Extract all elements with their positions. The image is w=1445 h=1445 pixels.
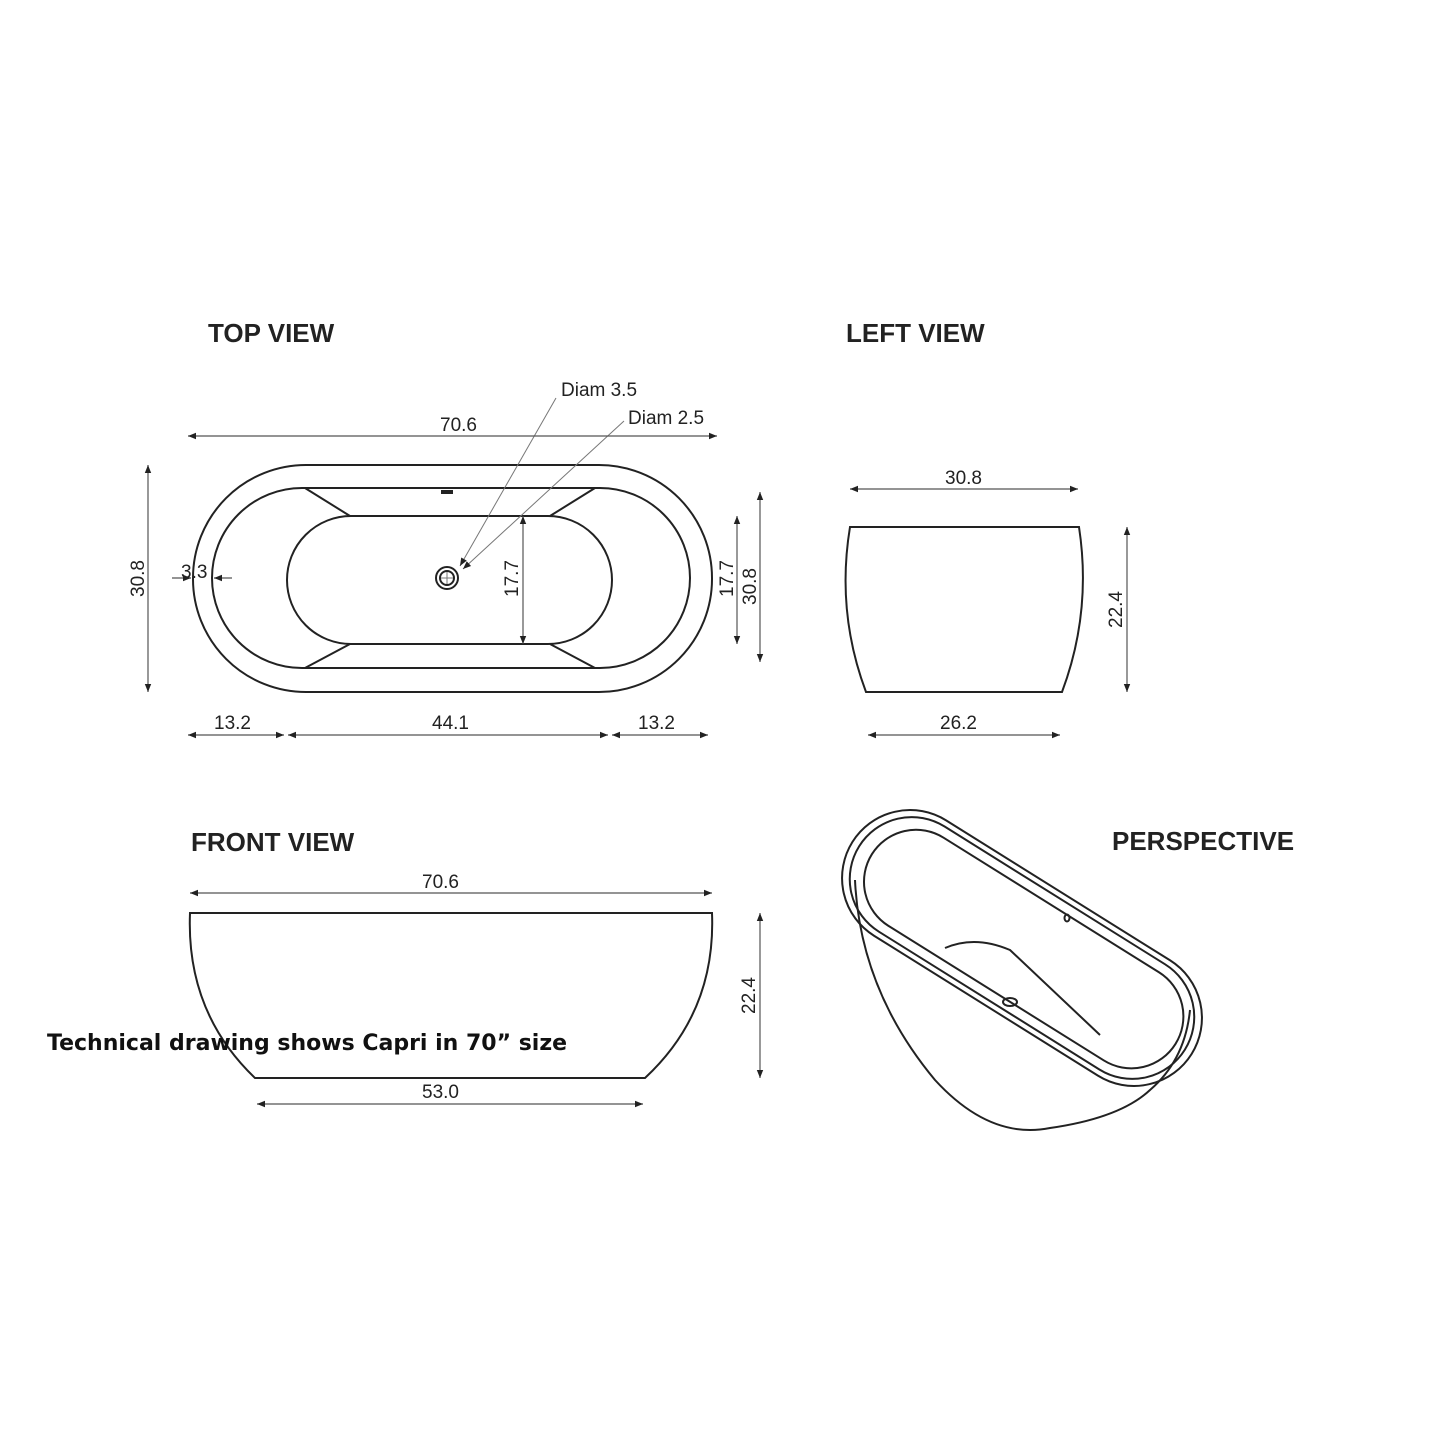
perspective-title: PERSPECTIVE [1112,826,1294,856]
dim-end-right: 13.2 [638,713,675,734]
drain-inner [439,570,455,586]
dim-inner-width-right: 17.7 [717,560,738,597]
dim-overall-width: 30.8 [128,560,149,597]
perspective-inner-rim [862,828,1185,1070]
dim-height: 22.4 [1106,591,1127,628]
perspective-view: PERSPECTIVE [841,809,1294,1131]
tub-side-profile [844,526,1084,693]
front-view: FRONT VIEW 70.6 53.0 22.4 [188,827,764,1108]
tub-inner-rim [211,487,691,669]
perspective-tub-floor [944,940,1101,1036]
caption: Technical drawing shows Capri in 70” siz… [47,1031,567,1056]
tub-outer-rim [192,464,713,693]
tub-floor [286,515,613,645]
drain-inner-label: Diam 2.5 [628,408,704,429]
perspective-outer-rim [841,809,1203,1087]
overflow-icon [441,490,453,494]
dim-overall-length: 70.6 [440,415,477,436]
dim-height: 22.4 [739,977,760,1014]
dim-base-width: 26.2 [940,713,977,734]
left-view-title: LEFT VIEW [846,318,985,348]
dim-base-length: 53.0 [422,1082,459,1103]
tub-body-outline [854,879,1191,1131]
dim-inner-width: 17.7 [502,560,523,597]
dim-top-length: 70.6 [422,872,459,893]
top-view-title: TOP VIEW [208,318,335,348]
tub-slope-lines [304,487,596,669]
perspective-overflow [1063,913,1071,923]
dim-end-left: 13.2 [214,713,251,734]
drain-cross [441,572,453,584]
front-view-title: FRONT VIEW [191,827,355,857]
tub-front-profile [188,912,714,1079]
drain-outer-label: Diam 3.5 [561,380,637,401]
leader-diam-2-5 [462,420,625,570]
dim-center-length: 44.1 [432,713,469,734]
drain-outer [435,566,459,590]
dim-width-right: 30.8 [740,568,761,605]
dim-top-width: 30.8 [945,468,982,489]
leader-diam-3-5 [459,397,557,567]
perspective-rim-edge [848,816,1196,1080]
top-view: TOP VIEW Diam 3.5 Diam 2.5 70.6 30.8 3.3… [128,318,764,739]
dim-rim-width: 3.3 [181,562,207,583]
left-view: LEFT VIEW 30.8 26.2 22.4 [844,318,1131,739]
perspective-drain [1002,997,1018,1007]
